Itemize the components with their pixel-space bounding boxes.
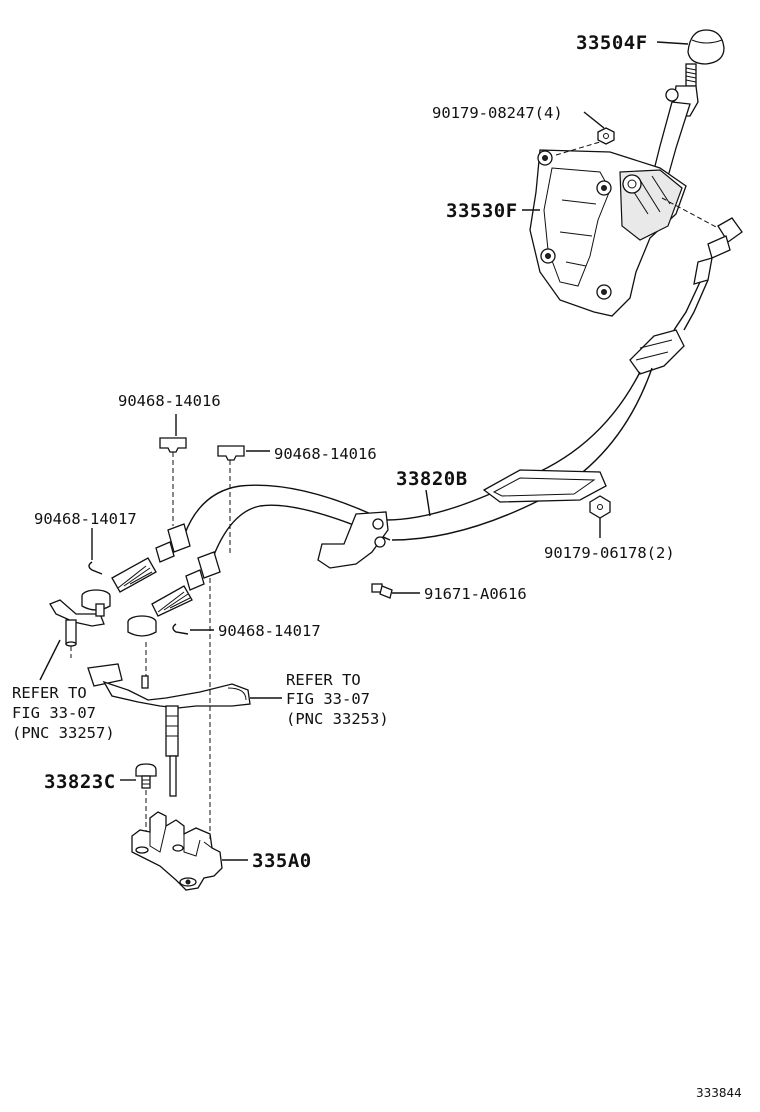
pin-upper-left[interactable] bbox=[88, 561, 103, 575]
callout-shift-knob: 33504F bbox=[576, 32, 648, 54]
bolt-lower[interactable] bbox=[135, 763, 157, 789]
callout-pin-upper-left: 90468-14017 bbox=[34, 510, 137, 528]
callout-cable-assy: 33820B bbox=[396, 468, 468, 490]
callout-bolt-bracket: 91671-A0616 bbox=[424, 585, 527, 603]
shift-lever-housing[interactable] bbox=[529, 149, 687, 317]
figure-code: 333844 bbox=[696, 1086, 742, 1100]
callout-pin-lower: 90468-14017 bbox=[218, 622, 321, 640]
refer-left-line1: REFER TO bbox=[12, 684, 87, 702]
callout-bracket-base: 335A0 bbox=[252, 850, 312, 872]
shift-knob[interactable] bbox=[685, 29, 725, 87]
refer-right-line1: REFER TO bbox=[286, 671, 361, 689]
select-lever-left[interactable] bbox=[49, 599, 105, 647]
callout-shift-lever-housing: 33530F bbox=[446, 200, 518, 222]
callout-clip-upper-right: 90468-14016 bbox=[274, 445, 377, 463]
bolt-bracket[interactable] bbox=[371, 583, 393, 599]
refer-right-line3: (PNC 33253) bbox=[286, 710, 389, 728]
callout-clip-upper-left: 90468-14016 bbox=[118, 392, 221, 410]
callout-nut-lower: 90179-06178(2) bbox=[544, 544, 675, 562]
shift-lever-lower[interactable] bbox=[87, 663, 251, 797]
callout-bolt-lower: 33823C bbox=[44, 771, 116, 793]
refer-right-line2: FIG 33-07 bbox=[286, 690, 370, 708]
cable-assy[interactable] bbox=[111, 217, 743, 617]
bushing-right[interactable] bbox=[127, 615, 157, 637]
clip-upper-right[interactable] bbox=[217, 445, 245, 461]
refer-left-line2: FIG 33-07 bbox=[12, 704, 96, 722]
nut-lower[interactable] bbox=[589, 495, 611, 519]
callout-nut-upper: 90179-08247(4) bbox=[432, 104, 563, 122]
pin-lower[interactable] bbox=[172, 623, 189, 635]
nut-upper[interactable] bbox=[597, 127, 615, 145]
refer-left-line3: (PNC 33257) bbox=[12, 724, 115, 742]
clip-upper-left[interactable] bbox=[159, 437, 187, 453]
bracket-base[interactable] bbox=[131, 811, 223, 891]
